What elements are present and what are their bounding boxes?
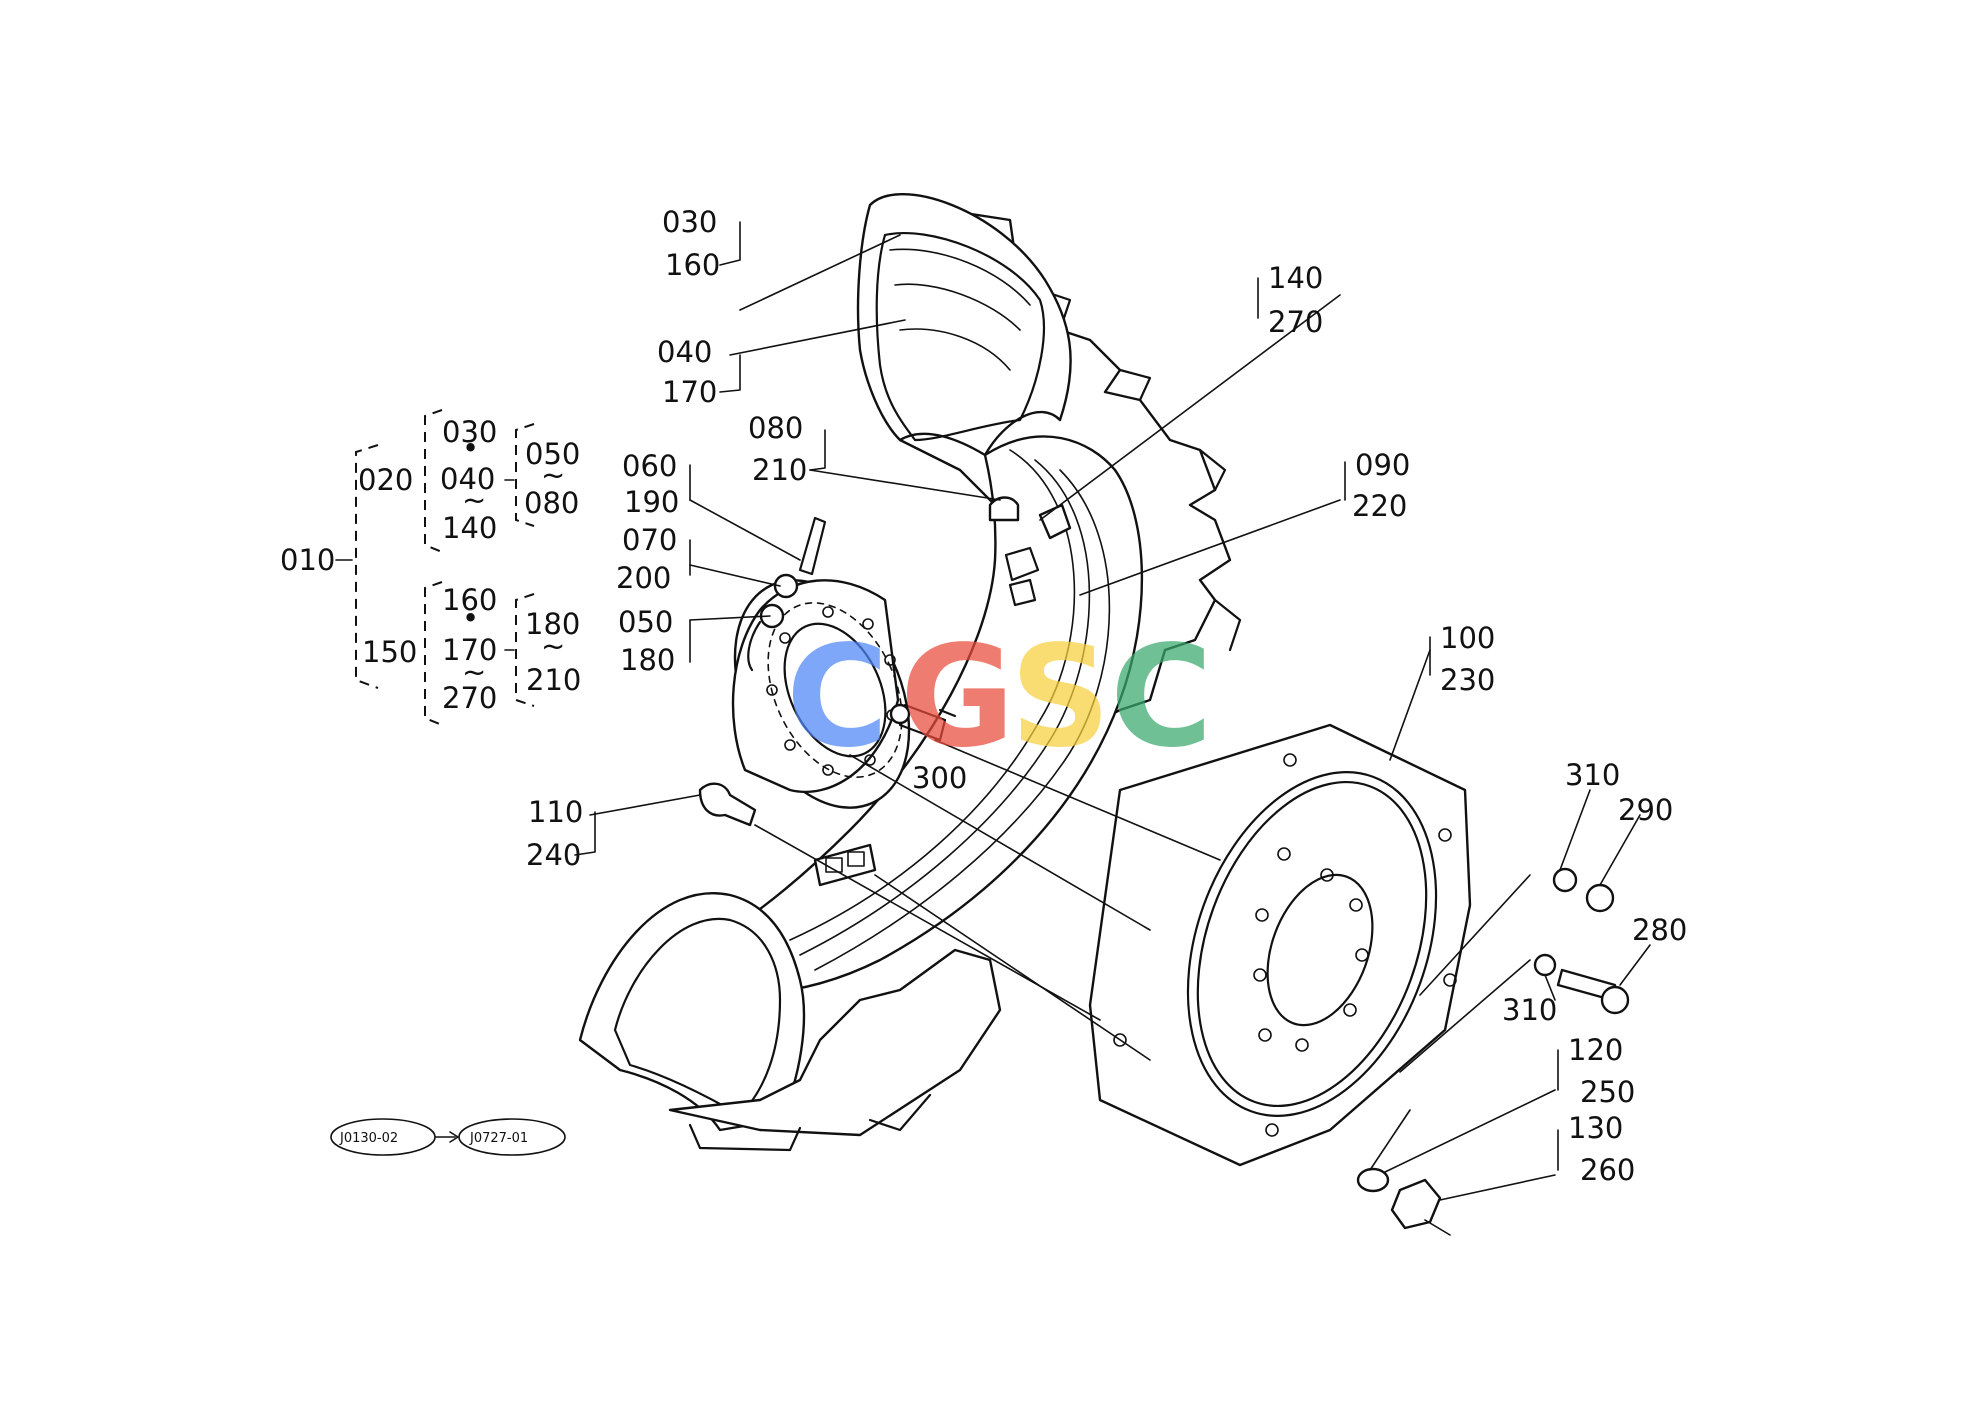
callout-080: 080	[748, 411, 803, 445]
callout-labels: 030 160 040 170 140 270 080 210 060 190 …	[526, 205, 1687, 1187]
callout-310-upper: 310	[1565, 758, 1620, 792]
svg-text:~: ~	[541, 458, 565, 492]
cgsc-watermark: C G S C	[786, 616, 1213, 779]
watermark-letter-2: G	[900, 616, 1015, 779]
ref-oval-from	[330, 1118, 436, 1156]
callout-120: 120	[1568, 1033, 1623, 1067]
watermark-letter-4: C	[1110, 616, 1213, 779]
callout-170-top: 170	[662, 375, 717, 409]
callout-070: 070	[622, 523, 677, 557]
callout-180: 180	[620, 643, 675, 677]
tire-cross-section-bottom	[578, 892, 1002, 1152]
tire-cross-section-top	[856, 193, 1072, 457]
svg-text:•: •	[462, 431, 479, 465]
assembly-tree: 010 020 030 • 040 ~ 140 050 ~ 080 150 16…	[280, 409, 581, 726]
tree-item-170: 170	[442, 633, 497, 667]
callout-160-top: 160	[665, 248, 720, 282]
callout-140: 140	[1268, 261, 1323, 295]
callout-030-top: 030	[662, 205, 717, 239]
callout-130: 130	[1568, 1111, 1623, 1145]
svg-text:~: ~	[462, 655, 486, 689]
watermark-letter-1: C	[786, 616, 889, 779]
valve-and-hardware	[698, 496, 1630, 1230]
tree-item-270: 270	[442, 681, 497, 715]
ref-oval-to	[458, 1118, 566, 1156]
ref-from-code: J0130-02	[339, 1131, 398, 1146]
ref-to-code: J0727-01	[469, 1131, 528, 1146]
reference-ovals: J0130-02 J0727-01	[330, 1118, 566, 1156]
callout-090: 090	[1355, 448, 1410, 482]
callout-100: 100	[1440, 621, 1495, 655]
tree-item-030: 030	[442, 415, 497, 449]
tree-item-140: 140	[442, 511, 497, 545]
callout-brackets	[574, 221, 1559, 1171]
callout-200: 200	[616, 561, 671, 595]
callout-250: 250	[1580, 1075, 1635, 1109]
callout-210: 210	[752, 453, 807, 487]
tree-group-020: 020	[358, 463, 413, 497]
tree-group-150: 150	[362, 635, 417, 669]
svg-text:~: ~	[541, 629, 565, 663]
tree-ref-050: 050	[525, 437, 580, 471]
tree-ref-210: 210	[526, 663, 581, 697]
watermark-letter-3: S	[1010, 616, 1111, 779]
tree-item-160: 160	[442, 583, 497, 617]
callout-260: 260	[1580, 1153, 1635, 1187]
svg-text:•: •	[462, 601, 479, 635]
callout-300: 300	[912, 761, 967, 795]
callout-230: 230	[1440, 663, 1495, 697]
callout-240: 240	[526, 838, 581, 872]
tree-root-010: 010	[280, 543, 335, 577]
callout-190: 190	[624, 485, 679, 519]
callout-290: 290	[1618, 793, 1673, 827]
callout-110: 110	[528, 795, 583, 829]
callout-310-lower: 310	[1502, 993, 1557, 1027]
callout-270: 270	[1268, 305, 1323, 339]
callout-050: 050	[618, 605, 673, 639]
callout-060: 060	[622, 449, 677, 483]
wheel-disc	[1088, 723, 1472, 1167]
callout-220: 220	[1352, 489, 1407, 523]
tree-ref-180: 180	[525, 607, 580, 641]
tree-item-040: 040	[440, 462, 495, 496]
tree-ref-080: 080	[524, 486, 579, 520]
callout-280: 280	[1632, 913, 1687, 947]
leader-lines	[589, 234, 1651, 1236]
wheel-rim	[731, 579, 911, 809]
svg-text:~: ~	[462, 483, 486, 517]
callout-040-top: 040	[657, 335, 712, 369]
